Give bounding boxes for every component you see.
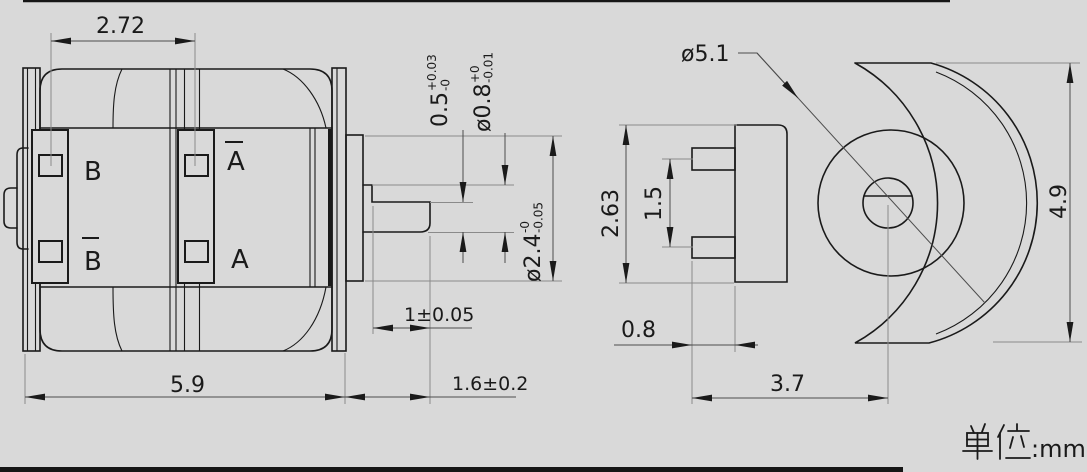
dim-pin-length: 0.8 (614, 261, 758, 404)
end-view: ø5.1 2.63 1.5 (599, 42, 1082, 404)
terminal-label-a-bar: A (227, 147, 245, 177)
dim-hub-diameter: ø2.4 -0 -0.05 (518, 136, 557, 282)
terminal-label-b-bar: B (84, 247, 102, 277)
pin-bottom (691, 236, 736, 259)
can-shoulder (112, 286, 123, 352)
terminal-label-b: B (84, 157, 102, 187)
terminal-pad-b-bar (38, 240, 63, 263)
shaft (362, 184, 431, 233)
dim-shaft-diameter: ø0.8 +0 -0.01 (468, 52, 509, 263)
terminal-block-right (177, 129, 215, 284)
dim-center-offset: 3.7 (692, 372, 888, 402)
svg-text:5.9: 5.9 (170, 373, 205, 398)
terminal-block-left (31, 129, 69, 284)
svg-text:0.8: 0.8 (621, 318, 656, 343)
mounting-tab (734, 124, 788, 283)
svg-text:-0.01: -0.01 (482, 52, 496, 83)
hanzi-wei (997, 423, 1031, 460)
dim-flat-length: 1±0.05 (372, 206, 474, 334)
svg-text:0.5: 0.5 (428, 92, 453, 127)
svg-text:-0.05: -0.05 (532, 202, 546, 233)
terminal-pad-a-bar (184, 154, 209, 177)
terminal-pad-a (184, 240, 209, 263)
dim-pin-pitch: 1.5 (642, 158, 693, 248)
lamination-arc (935, 71, 1028, 335)
svg-text:ø0.8: ø0.8 (471, 84, 496, 132)
side-view: B B A A 2.72 5.9 1.6±0.2 (3, 14, 562, 404)
motor-outline (851, 62, 1039, 344)
svg-text:3.7: 3.7 (770, 372, 805, 397)
motor-can (39, 68, 333, 352)
svg-text:1.6±0.2: 1.6±0.2 (452, 373, 528, 395)
dim-outer-diameter: ø5.1 (681, 42, 986, 304)
svg-text:ø2.4: ø2.4 (521, 234, 546, 282)
svg-text:2.63: 2.63 (599, 189, 624, 238)
svg-text:-0: -0 (439, 79, 453, 91)
svg-text:+0.03: +0.03 (425, 54, 439, 91)
svg-text:1±0.05: 1±0.05 (404, 304, 474, 326)
can-shoulder (112, 68, 123, 129)
can-shoulder (282, 68, 327, 129)
right-end-plate (331, 67, 347, 352)
svg-text:4.9: 4.9 (1047, 184, 1072, 219)
dim-shaft-extension: 1.6±0.2 (345, 236, 528, 404)
bearing-boss (345, 134, 364, 282)
dim-terminal-pitch: 2.72 (50, 14, 196, 166)
pilot-boss-outer (16, 147, 29, 250)
dim-bracket-height: 2.63 (599, 124, 737, 284)
pilot-boss-inner (3, 187, 18, 229)
hanzi-dan (962, 423, 993, 460)
page-bottom-border (0, 467, 903, 472)
dim-flat-height: 0.5 +0.03 -0 (425, 54, 467, 263)
svg-text:+0: +0 (468, 65, 482, 83)
svg-text:2.72: 2.72 (96, 14, 145, 39)
can-shoulder (282, 286, 327, 352)
pin-top (691, 147, 736, 171)
dim-body-length: 5.9 (24, 353, 346, 404)
dim-overall-height: 4.9 (936, 62, 1082, 343)
unit-suffix: :mm (1031, 435, 1086, 463)
unit-label: :mm (962, 423, 1086, 463)
svg-text:-0: -0 (518, 221, 532, 233)
terminal-label-a: A (231, 245, 249, 275)
svg-text:ø5.1: ø5.1 (681, 42, 729, 67)
rotor-circle (817, 129, 965, 277)
svg-text:1.5: 1.5 (642, 186, 667, 221)
